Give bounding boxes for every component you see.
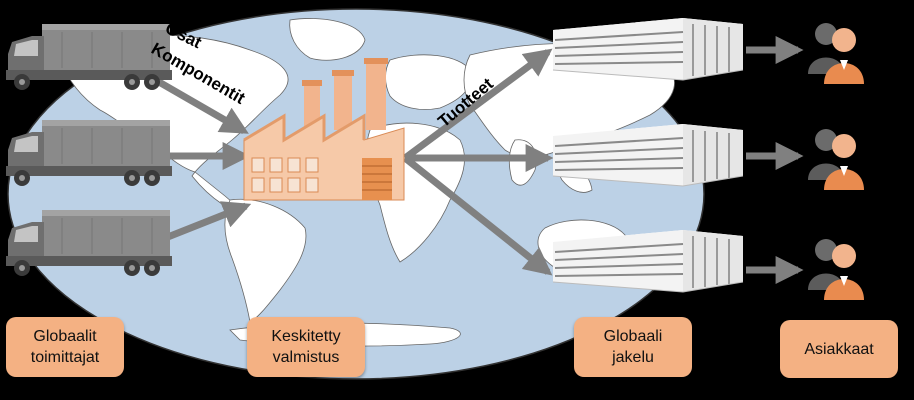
stage-label-suppliers: Globaalit toimittajat <box>6 317 124 377</box>
stage-label-manufacturing: Keskitetty valmistus <box>247 317 365 377</box>
stage-label-distribution: Globaali jakelu <box>574 317 692 377</box>
customer-group-icon <box>808 129 864 190</box>
stage-label-line: toimittajat <box>30 349 100 366</box>
stage-label-customers: Asiakkaat <box>780 320 898 378</box>
stage-label-line: Globaalit <box>33 328 97 345</box>
customer-group-icon <box>808 23 864 84</box>
warehouse-icon <box>552 17 744 81</box>
outbound-arrow-top <box>402 48 553 161</box>
factory-icon <box>243 58 405 201</box>
outbound-arrow-bottom <box>402 155 553 276</box>
stage-label-line: jakelu <box>612 349 654 366</box>
stage-label-line: Globaali <box>603 328 663 345</box>
stage-label-line: valmistus <box>272 349 340 366</box>
stage-label-line: Asiakkaat <box>804 340 874 358</box>
customer-group-icon <box>808 239 864 300</box>
stage-label-line: Keskitetty <box>271 328 341 345</box>
